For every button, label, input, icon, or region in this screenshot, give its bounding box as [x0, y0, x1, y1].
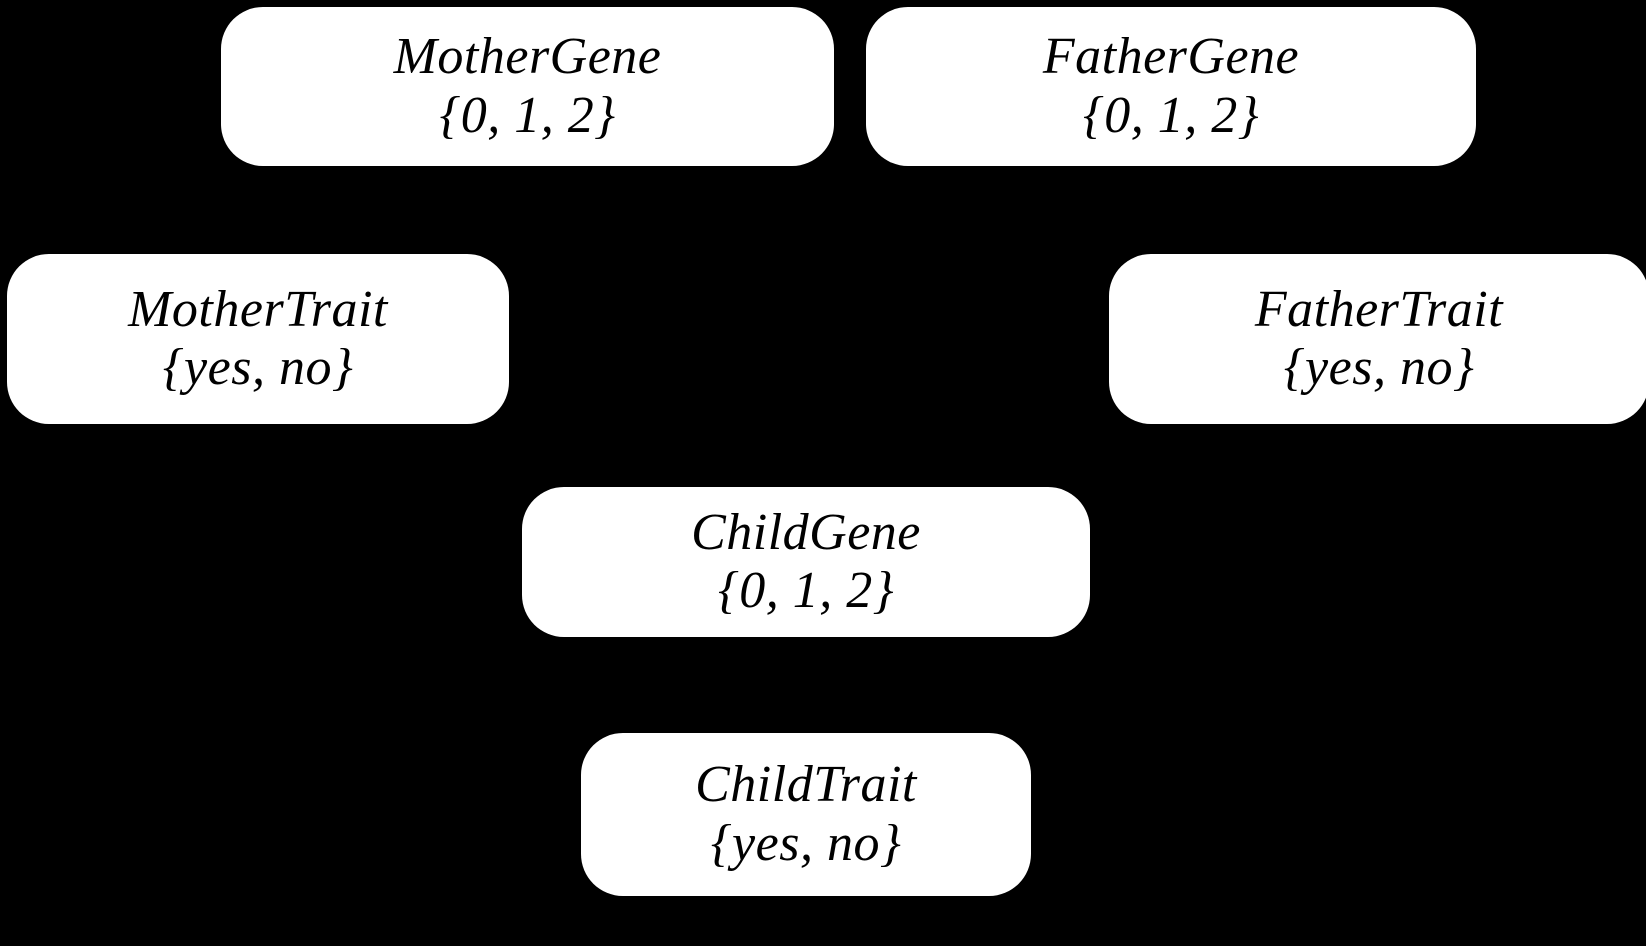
node-mother-trait[interactable]: MotherTrait {yes, no} — [7, 254, 509, 424]
node-child-gene[interactable]: ChildGene {0, 1, 2} — [522, 487, 1090, 637]
node-mother-gene-label: MotherGene — [393, 28, 662, 86]
node-child-gene-domain: {0, 1, 2} — [717, 562, 895, 619]
node-father-gene-label: FatherGene — [1042, 28, 1300, 86]
node-child-trait[interactable]: ChildTrait {yes, no} — [581, 733, 1031, 896]
node-father-gene[interactable]: FatherGene {0, 1, 2} — [866, 7, 1476, 166]
node-father-trait[interactable]: FatherTrait {yes, no} — [1109, 254, 1646, 424]
node-father-trait-domain: {yes, no} — [1283, 339, 1475, 396]
node-child-gene-label: ChildGene — [691, 503, 921, 561]
node-mother-gene-domain: {0, 1, 2} — [439, 86, 616, 144]
node-child-trait-domain: {yes, no} — [710, 814, 902, 872]
node-mother-trait-domain: {yes, no} — [162, 339, 354, 396]
node-mother-trait-label: MotherTrait — [128, 280, 388, 338]
node-father-gene-domain: {0, 1, 2} — [1082, 86, 1260, 144]
node-mother-gene[interactable]: MotherGene {0, 1, 2} — [221, 7, 834, 166]
node-child-trait-label: ChildTrait — [695, 756, 917, 814]
node-father-trait-label: FatherTrait — [1254, 280, 1504, 338]
